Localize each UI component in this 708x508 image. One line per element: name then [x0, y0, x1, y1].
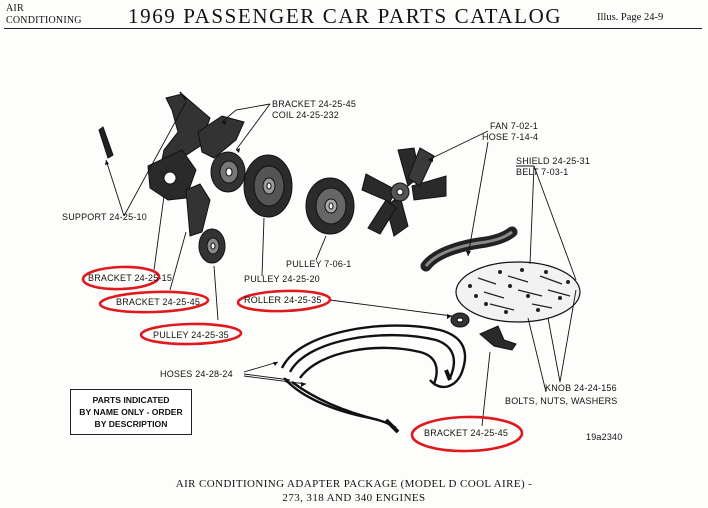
callout-pulley-24-25-20: PULLEY 24-25-20 — [244, 274, 320, 284]
note-line1: PARTS INDICATED — [92, 395, 170, 405]
section-label-line1: AIR — [6, 3, 24, 14]
caption-line2: 273, 318 AND 340 ENGINES — [282, 492, 426, 504]
callout-shield: SHIELD 24-25-31 — [516, 156, 591, 166]
bracket-24-25-15-part — [147, 149, 197, 201]
highlight-circles — [81, 265, 524, 453]
illus-page-number: Illus. Page 24-9 — [597, 12, 664, 23]
callout-bracket-coil-line1: BRACKET 24-25-45 — [272, 99, 357, 109]
highlight-bracket-24-25-15 — [81, 265, 161, 291]
highlight-roller-24-25-35 — [236, 289, 332, 313]
header-rule — [4, 28, 702, 29]
callout-belt: BELT 7-03-1 — [516, 167, 569, 177]
highlight-pulley-24-25-35 — [139, 322, 243, 346]
note-line2: BY NAME ONLY - ORDER — [79, 407, 183, 417]
bracket-24-25-45-lower-part — [479, 325, 517, 351]
leader-arrowheads — [105, 121, 471, 387]
leader-lines — [105, 101, 577, 427]
pulley-24-25-35-part — [198, 228, 226, 264]
roller-24-25-35-part — [450, 312, 470, 328]
page-title: 1969 PASSENGER CAR PARTS CATALOG — [128, 4, 563, 28]
bracket-24-25-45-upper-part — [185, 115, 245, 237]
callout-pulley-7-06-1: PULLEY 7-06-1 — [286, 259, 352, 269]
hoses-24-28-24-part — [280, 324, 467, 434]
coil-24-25-232-part — [210, 151, 246, 193]
hose-7-14-4-part — [420, 226, 518, 272]
illustration-number: 19a2340 — [586, 432, 623, 442]
caption-line1: AIR CONDITIONING ADAPTER PACKAGE (MODEL … — [175, 478, 533, 490]
callout-hose: HOSE 7-14-4 — [482, 132, 539, 142]
note-line3: BY DESCRIPTION — [94, 419, 168, 429]
fan-7-02-1-part — [361, 147, 447, 237]
pulley-7-06-1-part — [305, 177, 355, 235]
highlight-bracket-24-25-45-left — [98, 290, 210, 314]
section-label-line2: CONDITIONING — [6, 15, 82, 26]
callout-bracket-24-25-45-left: BRACKET 24-25-45 — [116, 297, 201, 307]
callout-bracket-coil-line2: COIL 24-25-232 — [272, 110, 340, 120]
callout-fan: FAN 7-02-1 — [490, 121, 539, 131]
callout-bracket-24-25-45-bottom: BRACKET 24-25-45 — [424, 428, 509, 438]
callout-pulley-24-25-35: PULLEY 24-25-35 — [153, 330, 229, 340]
support-part — [98, 126, 114, 159]
callout-roller-24-25-35: ROLLER 24-25-35 — [244, 295, 322, 305]
pulley-24-25-20-part — [243, 154, 293, 218]
parts-note-box: PARTS INDICATED BY NAME ONLY - ORDER BY … — [70, 389, 192, 435]
callout-knob: KNOB 24-24-156 — [545, 383, 617, 393]
section-label: AIR CONDITIONING — [6, 3, 82, 27]
shield-24-25-31-part — [455, 261, 581, 323]
callout-hoses: HOSES 24-28-24 — [160, 369, 233, 379]
callout-support: SUPPORT 24-25-10 — [62, 212, 147, 222]
callout-bolts-nuts-washers: BOLTS, NUTS, WASHERS — [505, 396, 618, 406]
callout-bracket-24-25-15: BRACKET 24-25-15 — [88, 273, 173, 283]
highlight-bracket-24-25-45-bottom — [410, 415, 524, 453]
